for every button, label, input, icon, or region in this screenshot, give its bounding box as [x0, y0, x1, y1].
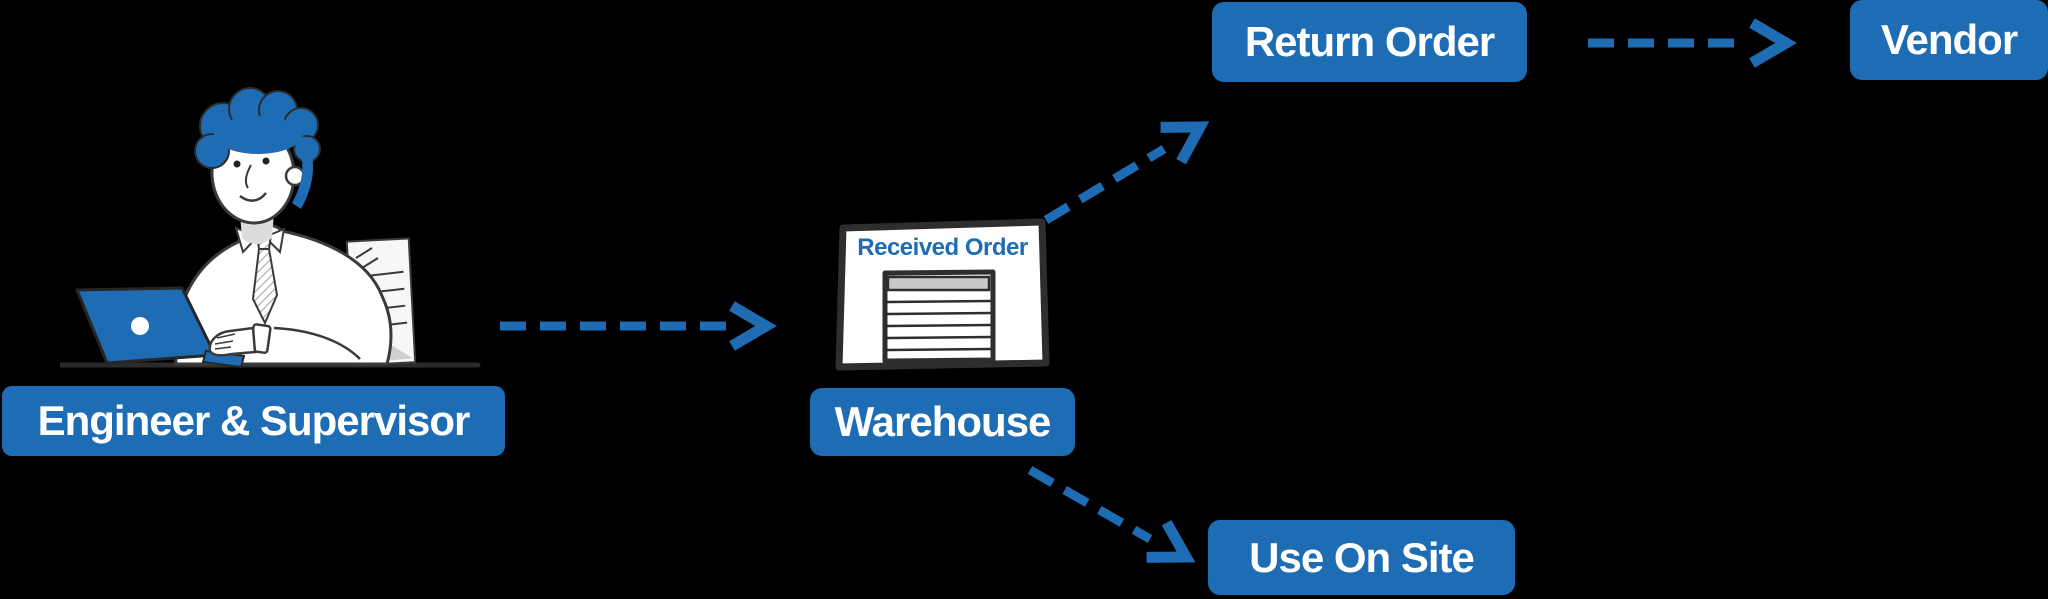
arrow-engineer-to-warehouse	[500, 301, 777, 351]
engineer-illustration-icon	[60, 87, 481, 369]
node-return-order-label: Return Order	[1244, 18, 1495, 65]
node-warehouse: Warehouse	[810, 388, 1075, 456]
node-vendor: Vendor	[1850, 0, 2048, 80]
node-engineer-supervisor: Engineer & Supervisor	[2, 386, 505, 456]
arrow-warehouse-to-use-on-site	[1027, 466, 1196, 563]
node-use-on-site-label: Use On Site	[1249, 533, 1475, 581]
node-engineer-supervisor-label: Engineer & Supervisor	[37, 397, 471, 444]
warehouse-building-icon: Received Order	[830, 216, 1055, 371]
arrow-return-order-to-vendor	[1588, 18, 1797, 68]
node-vendor-label: Vendor	[1880, 16, 2018, 63]
node-warehouse-label: Warehouse	[834, 398, 1052, 445]
node-return-order: Return Order	[1212, 2, 1527, 82]
arrow-warehouse-to-return-order	[1043, 121, 1210, 224]
received-order-caption: Received Order	[857, 234, 1028, 261]
warehouse-building-shape	[835, 218, 1050, 371]
node-use-on-site: Use On Site	[1208, 520, 1515, 595]
